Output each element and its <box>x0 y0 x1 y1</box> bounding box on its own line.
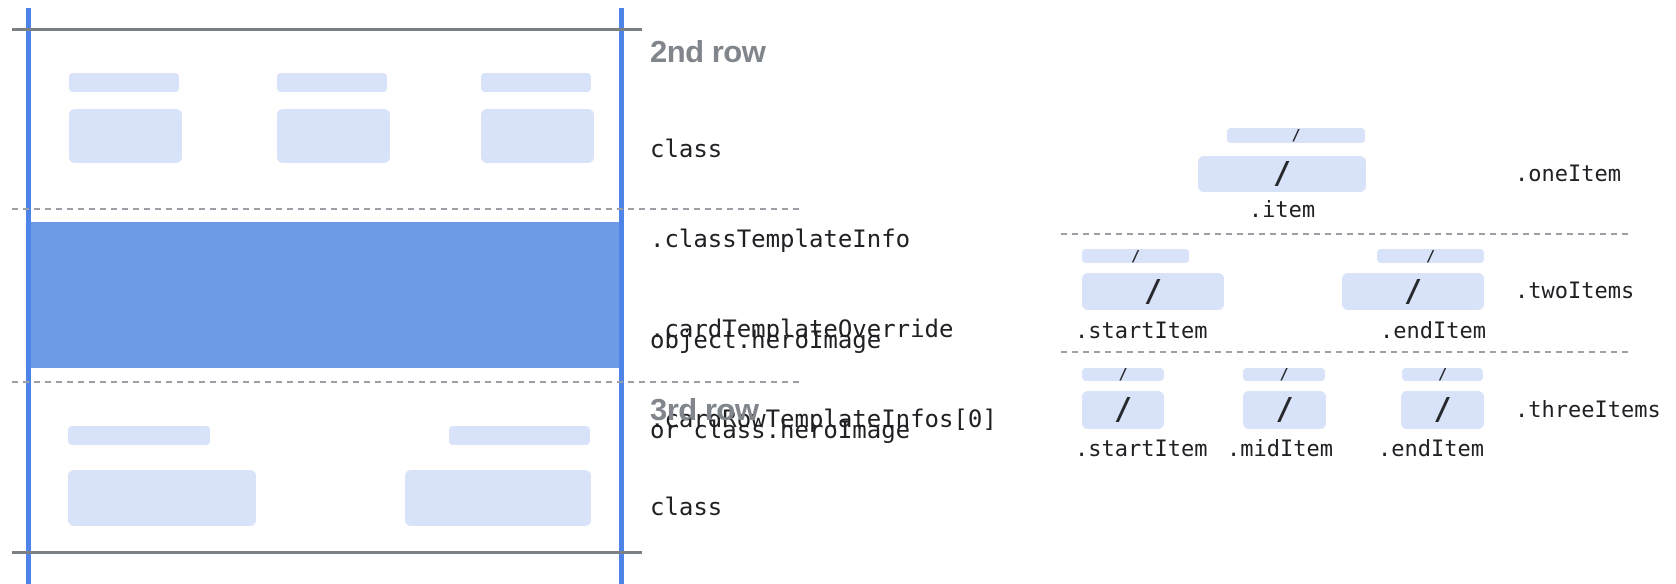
slash-glyph: / <box>1279 365 1289 383</box>
twoitems-start-label-bar: / <box>1082 246 1189 265</box>
row2-col2-value-bar <box>277 109 390 163</box>
card-top-boundary-line <box>12 28 642 31</box>
third-row-heading: 3rd row <box>650 392 759 427</box>
threeitems-mid-value-bar: / <box>1243 391 1326 429</box>
threeitems-end-value-bar: / <box>1401 391 1484 429</box>
code-line: class <box>650 135 723 163</box>
card-bottom-boundary-line <box>12 551 642 554</box>
slash-glyph: / <box>1437 365 1448 383</box>
threeitems-mid-label-bar: / <box>1243 365 1325 383</box>
slash-glyph: / <box>1143 273 1163 309</box>
twoitems-start-slot-label: .startItem <box>1075 319 1208 344</box>
row2-col2-label-bar <box>277 73 387 92</box>
code-line: .cardRowTemplateInfos[0] <box>650 405 997 433</box>
second-row-code-block: class .classTemplateInfo .cardTemplateOv… <box>650 74 997 494</box>
twoitems-layout-label: .twoItems <box>1515 279 1635 304</box>
slash-glyph: / <box>1275 392 1294 427</box>
slash-glyph: / <box>1403 273 1423 309</box>
oneitem-item-label-bar: / <box>1227 128 1365 143</box>
row2-col1-label-bar <box>69 73 179 92</box>
row3-col2-label-bar <box>449 426 590 445</box>
slash-glyph: / <box>1433 392 1452 427</box>
row3-col1-label-bar <box>68 426 210 445</box>
code-line: class <box>650 493 723 521</box>
hero-image-code-block: object.heroImage or class.heroImage <box>650 265 910 505</box>
slash-glyph: / <box>1113 392 1133 427</box>
threeitems-start-slot-label: .startItem <box>1075 437 1208 462</box>
slash-glyph: / <box>1118 365 1128 383</box>
oneitem-item-slot-label: .item <box>1248 198 1316 223</box>
twoitems-end-slot-label: .endItem <box>1380 319 1486 344</box>
slash-glyph: / <box>1291 126 1301 144</box>
threeitems-mid-slot-label: .midItem <box>1227 437 1333 462</box>
row3-col2-value-bar <box>405 470 591 526</box>
oneitem-layout-label: .oneItem <box>1515 162 1621 187</box>
slash-glyph: / <box>1425 246 1436 265</box>
twoitems-end-label-bar: / <box>1377 246 1484 265</box>
row2-col1-value-bar <box>69 109 182 163</box>
code-line: object.heroImage <box>650 326 882 354</box>
code-line: or class.heroImage <box>650 416 911 444</box>
hero-image-band <box>31 222 619 368</box>
row3-col1-value-bar <box>68 470 256 526</box>
code-line: .classTemplateInfo <box>650 225 911 253</box>
code-line: .cardTemplateOverride <box>650 315 954 343</box>
layout-divider-dashed-lower <box>1061 351 1631 353</box>
threeitems-layout-label: .threeItems <box>1515 398 1661 423</box>
oneitem-item-value-bar: / <box>1198 156 1366 192</box>
row2-col3-value-bar <box>481 109 594 163</box>
threeitems-start-label-bar: / <box>1082 365 1164 383</box>
threeitems-end-label-bar: / <box>1402 365 1483 383</box>
slash-glyph: / <box>1272 156 1292 191</box>
card-right-margin-line <box>619 8 624 584</box>
row-divider-dashed-lower <box>12 381 800 383</box>
twoitems-end-value-bar: / <box>1342 273 1484 310</box>
row-divider-dashed-upper <box>12 208 800 210</box>
threeitems-start-value-bar: / <box>1082 391 1164 429</box>
layout-divider-dashed-upper <box>1061 233 1631 235</box>
row2-col3-label-bar <box>481 73 591 92</box>
slash-glyph: / <box>1130 246 1141 265</box>
threeitems-end-slot-label: .endItem <box>1378 437 1484 462</box>
third-row-code-block: class .classTemplateInfo .cardTemplateOv… <box>650 432 997 584</box>
twoitems-start-value-bar: / <box>1082 273 1224 310</box>
card-left-margin-line <box>26 8 31 584</box>
second-row-heading: 2nd row <box>650 34 766 69</box>
